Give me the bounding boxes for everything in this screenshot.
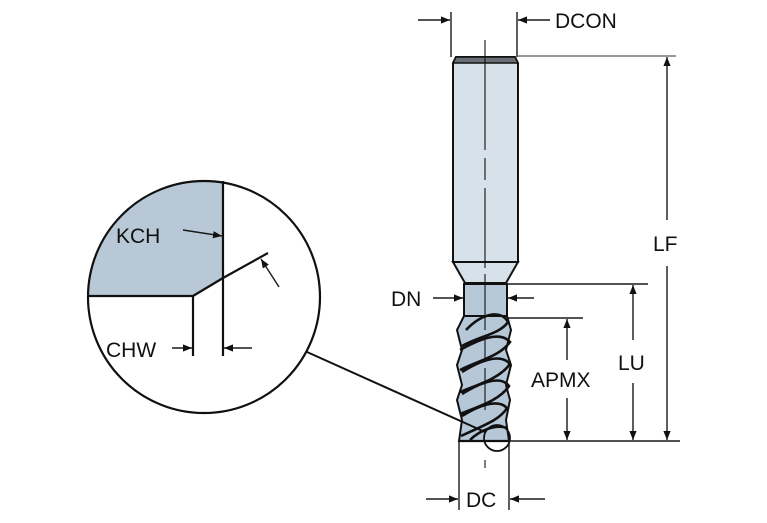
- detail-chamfer-edge: [192, 277, 224, 297]
- apmx-label: APMX: [531, 369, 591, 392]
- chw-label: CHW: [106, 339, 156, 362]
- dcon-dimension: DCON: [418, 10, 617, 57]
- dc-dimension: DC: [426, 442, 545, 512]
- apmx-dimension: APMX: [506, 317, 591, 440]
- dcon-label: DCON: [555, 10, 617, 33]
- dc-label: DC: [466, 489, 496, 512]
- kch-arrow: [182, 229, 223, 239]
- end-mill-tool: [451, 40, 520, 468]
- dn-label: DN: [391, 288, 421, 311]
- lf-label: LF: [653, 233, 678, 256]
- flute-line: [461, 313, 510, 348]
- corner-detail-marker: [483, 424, 511, 452]
- dn-dimension: DN: [391, 288, 534, 311]
- detail-circle: [86, 179, 322, 415]
- lu-label: LU: [618, 352, 645, 375]
- chamfer-detail-view: KCH CHW: [86, 179, 322, 415]
- lu-dimension: LU: [507, 283, 648, 440]
- detail-chamfer-ext: [222, 252, 269, 279]
- detail-leader-line: [306, 351, 486, 433]
- kch-label: KCH: [116, 225, 160, 248]
- kch-angle-arrow: [260, 258, 280, 288]
- lf-dimension: LF: [509, 55, 680, 442]
